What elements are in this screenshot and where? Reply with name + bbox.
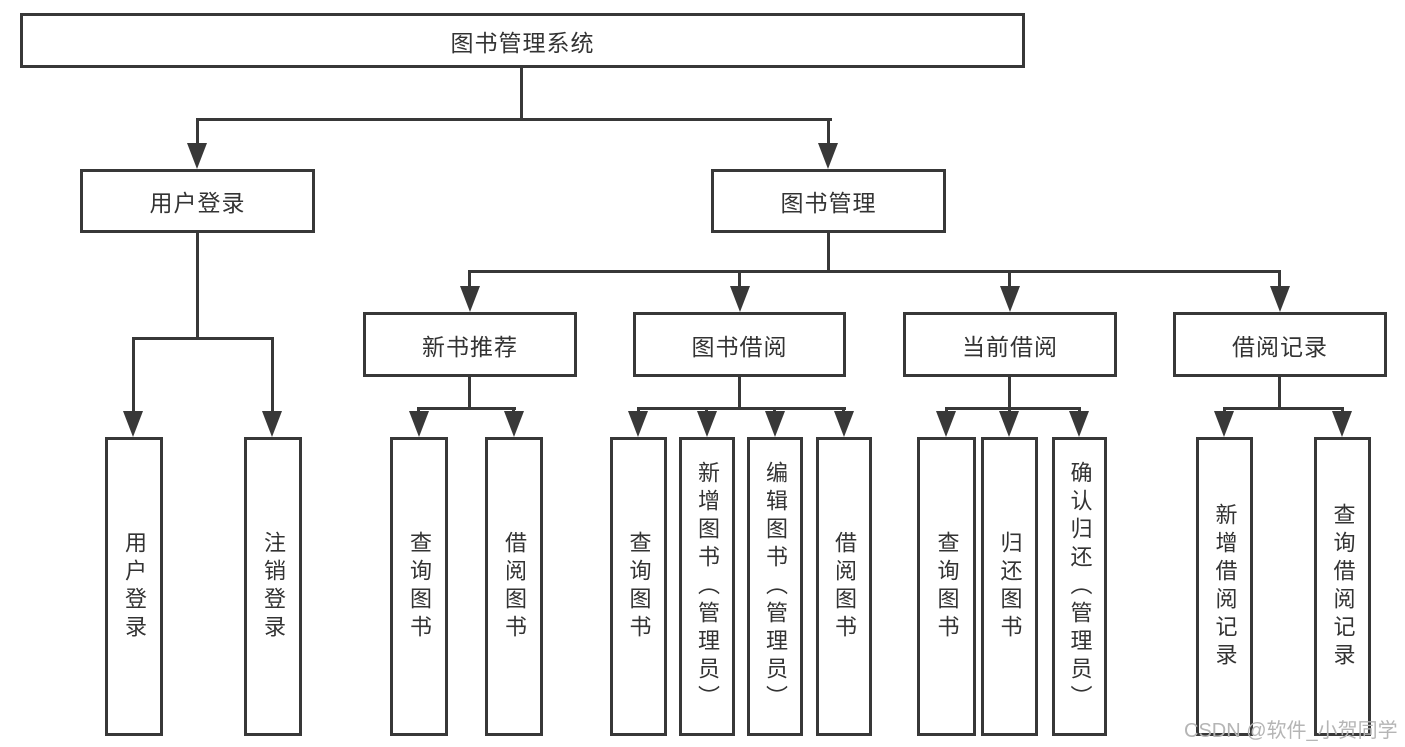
- leaf-node-query-books-borrowing: 查询图书: [610, 437, 667, 736]
- leaf-node-query-books-current: 查询图书: [917, 437, 976, 736]
- connector-drop-user-login: [196, 118, 199, 146]
- watermark-text: CSDN @软件_小贺同学: [1184, 720, 1398, 742]
- connector-root-rail: [196, 118, 832, 121]
- arrow-down-icon: [460, 286, 480, 312]
- connector-user-login-rail: [132, 337, 274, 340]
- leaf-node-confirm-return-admin: 确认归还（管理员）: [1052, 437, 1107, 736]
- connector-current-rail: [945, 407, 1081, 410]
- connector-borrowing-rail: [637, 407, 846, 410]
- leaf-node-add-books-admin: 新增图书（管理员）: [679, 437, 735, 736]
- connector-drop-level3: [738, 270, 741, 290]
- connector-drop-leaf: [132, 337, 135, 415]
- leaf-node-user-login: 用户登录: [105, 437, 163, 736]
- arrow-down-icon: [123, 411, 143, 437]
- node-borrowing-records: 借阅记录: [1173, 312, 1387, 377]
- leaf-node-borrow-books-recommend: 借阅图书: [485, 437, 543, 736]
- arrow-down-icon: [409, 411, 429, 437]
- arrow-down-icon: [1069, 411, 1089, 437]
- connector-recommend-rail: [417, 407, 516, 410]
- arrow-down-icon: [1332, 411, 1352, 437]
- leaf-node-borrow-books-borrowing: 借阅图书: [816, 437, 872, 736]
- connector-drop-book-management: [827, 118, 830, 146]
- leaf-node-query-books-recommend: 查询图书: [390, 437, 448, 736]
- leaf-node-logout: 注销登录: [244, 437, 302, 736]
- leaf-node-return-books: 归还图书: [981, 437, 1038, 736]
- arrow-down-icon: [504, 411, 524, 437]
- connector-book-management-stem: [827, 233, 830, 270]
- arrow-down-icon: [697, 411, 717, 437]
- arrow-down-icon: [730, 286, 750, 312]
- node-book-management: 图书管理: [711, 169, 946, 233]
- arrow-down-icon: [1000, 286, 1020, 312]
- arrow-down-icon: [936, 411, 956, 437]
- arrow-down-icon: [262, 411, 282, 437]
- arrow-down-icon: [1270, 286, 1290, 312]
- leaf-node-add-borrow-record: 新增借阅记录: [1196, 437, 1253, 736]
- node-new-book-recommendation: 新书推荐: [363, 312, 577, 377]
- connector-records-rail: [1223, 407, 1344, 410]
- connector-borrowing-stem: [738, 377, 741, 407]
- arrow-down-icon: [999, 411, 1019, 437]
- arrow-down-icon: [1214, 411, 1234, 437]
- arrow-down-icon: [628, 411, 648, 437]
- node-current-borrowing: 当前借阅: [903, 312, 1117, 377]
- connector-drop-level3: [1278, 270, 1281, 290]
- node-user-login: 用户登录: [80, 169, 315, 233]
- leaf-node-query-borrow-record: 查询借阅记录: [1314, 437, 1371, 736]
- arrow-down-icon: [765, 411, 785, 437]
- connector-records-stem: [1278, 377, 1281, 407]
- arrow-down-icon: [834, 411, 854, 437]
- node-library-management-system: 图书管理系统: [20, 13, 1025, 68]
- connector-drop-leaf: [271, 337, 274, 415]
- connector-recommend-stem: [468, 377, 471, 407]
- arrow-down-icon: [187, 143, 207, 169]
- connector-root-stem: [520, 68, 523, 118]
- connector-drop-level3: [468, 270, 471, 290]
- leaf-node-edit-books-admin: 编辑图书（管理员）: [747, 437, 803, 736]
- connector-current-stem: [1008, 377, 1011, 407]
- connector-book-management-rail: [468, 270, 1281, 273]
- connector-drop-level3: [1008, 270, 1011, 290]
- arrow-down-icon: [818, 143, 838, 169]
- connector-user-login-stem: [196, 233, 199, 337]
- node-book-borrowing: 图书借阅: [633, 312, 846, 377]
